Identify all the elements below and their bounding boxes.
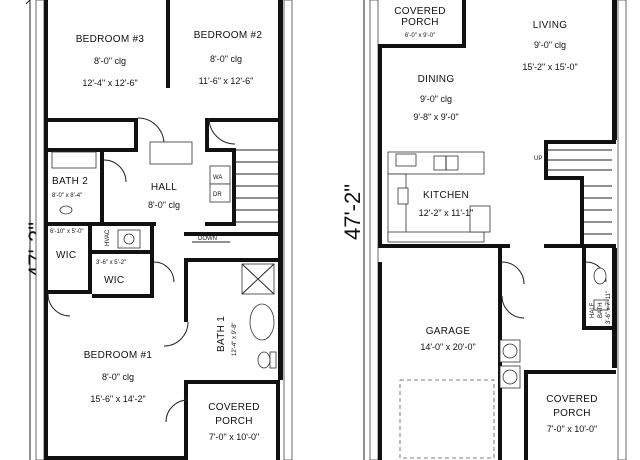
hall-name: HALL <box>151 182 177 193</box>
dining-ceiling: 9'-0" clg <box>420 94 452 104</box>
half-bath-size: 3'-6" x 7'-11" <box>606 291 612 324</box>
stair-up-label: UP <box>534 156 542 162</box>
bedroom1-ceiling: 8'-0" clg <box>102 372 134 382</box>
kitchen-size: 12'-2" x 11'-1" <box>419 208 474 218</box>
bath1-size: 12'-4" x 9'-8" <box>232 322 238 356</box>
right-stair-treads <box>548 149 612 235</box>
bottom-porch-name-line1: COVERED <box>546 394 598 405</box>
bottom-porch-size: 7'-0" x 10'-0" <box>547 424 597 434</box>
living-name: LIVING <box>533 20 568 31</box>
left-floor-plan: 47'-2" <box>24 0 293 460</box>
left-porch-name-line2: PORCH <box>215 416 253 427</box>
wic2-size: 3'-6" x 5'-2" <box>96 260 126 266</box>
bottom-porch-name-line2: PORCH <box>553 408 591 419</box>
stair-down-label: DOWN <box>198 236 217 242</box>
wic2-name: WIC <box>104 275 124 286</box>
dryer-label: DR <box>213 192 222 198</box>
wic-closet-size: 6'-10" x 5'-0" <box>50 229 84 235</box>
left-porch-name-line1: COVERED <box>208 402 260 413</box>
bedroom3-name: BEDROOM #3 <box>76 34 145 45</box>
bedroom3-ceiling: 8'-0" clg <box>94 56 126 66</box>
half-bath-line2: BATH <box>598 302 604 318</box>
bedroom3-size: 12'-4" x 12'-6" <box>82 78 137 88</box>
dining-name: DINING <box>418 74 455 85</box>
living-size: 15'-2" x 15'-0" <box>522 62 577 72</box>
bath2-name: BATH 2 <box>52 176 88 187</box>
top-porch-name-line2: PORCH <box>401 17 439 28</box>
garage-size: 14'-0" x 20'-0" <box>420 342 475 352</box>
bedroom2-ceiling: 8'-0" clg <box>210 54 242 64</box>
bedroom1-name: BEDROOM #1 <box>84 350 153 361</box>
bedroom2-name: BEDROOM #2 <box>194 30 263 41</box>
half-bath-line1: HALF <box>590 302 596 318</box>
living-ceiling: 9'-0" clg <box>534 40 566 50</box>
bath1-name: BATH 1 <box>216 316 227 352</box>
bedroom2-size: 11'-6" x 12'-6" <box>199 76 254 86</box>
right-floor-plan: 47'-2" <box>340 0 627 460</box>
wic1-name: WIC <box>56 250 76 261</box>
left-stair-treads <box>192 149 278 243</box>
dining-size: 9'-8" x 9'-0" <box>413 112 458 122</box>
hvac-label: HVAC <box>105 229 111 246</box>
right-overall-dimension: 47'-2" <box>340 184 365 240</box>
washer-label: WA <box>213 175 222 181</box>
kitchen-name: KITCHEN <box>423 190 469 201</box>
garage-name: GARAGE <box>426 326 471 337</box>
bedroom1-size: 15'-6" x 14'-2" <box>90 394 145 404</box>
bath2-size: 8'-0" x 8'-4" <box>52 193 82 199</box>
left-porch-size: 7'-0" x 10'-0" <box>209 432 259 442</box>
hall-ceiling: 8'-0" clg <box>148 200 180 210</box>
top-porch-size: 6'-0" x 9'-0" <box>405 33 435 39</box>
top-porch-name-line1: COVERED <box>394 6 446 17</box>
